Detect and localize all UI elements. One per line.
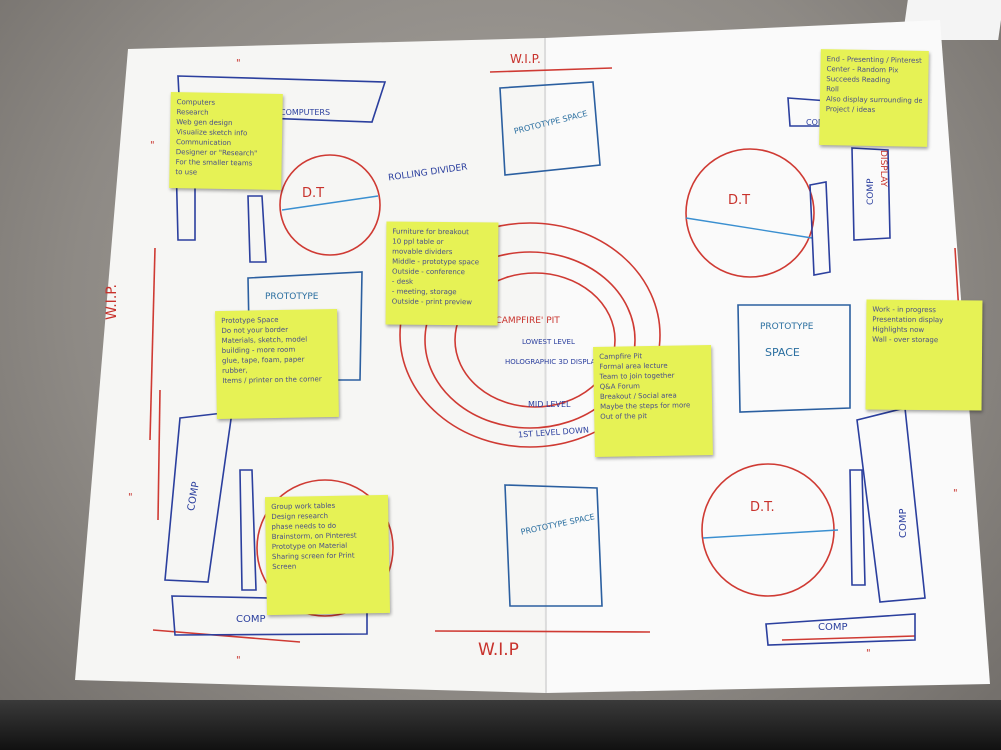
- note-line: Out of the pit: [600, 412, 648, 421]
- note-line: Succeeds Reading: [826, 75, 891, 85]
- wip-left-label: W.I.P.: [104, 284, 120, 320]
- quote-mark-left-top: ": [150, 140, 155, 151]
- sticky-note-wip: Work - in progress Presentation display …: [865, 299, 983, 411]
- campfire-label: 'CAMPFIRE' PIT: [493, 316, 560, 326]
- note-line: Maybe the steps for more: [600, 401, 691, 411]
- prototype-label-right: PROTOTYPE: [760, 322, 814, 332]
- note-line: Outside - print preview: [391, 297, 473, 307]
- mid-level-label: MID LEVEL: [528, 400, 571, 409]
- note-line: Project / ideas: [825, 105, 876, 115]
- quote-mark-left-bottom: ": [128, 492, 133, 503]
- comp-label-bottom-left: COMP: [236, 614, 266, 625]
- comp-label-right: COMP: [898, 508, 909, 538]
- dt-label-tr: D.T: [728, 193, 751, 208]
- dt-dividers: [281, 195, 839, 539]
- quote-mark-right: ": [953, 488, 958, 499]
- poster-right-page: [545, 20, 990, 693]
- comp-label-top-right: COMP: [866, 178, 876, 205]
- display-label: DISPLAY: [878, 150, 888, 187]
- comp-label-bottom-right: COMP: [818, 622, 848, 633]
- sticky-note-group-work: Group work tables Design research phase …: [264, 494, 391, 616]
- note-line: Items / printer on the corner: [222, 375, 322, 385]
- computers-label: COMPUTERS: [280, 108, 331, 117]
- wip-borders: [149, 67, 961, 643]
- table-edge-shadow: [0, 700, 1001, 750]
- dt-label-br: D.T.: [750, 500, 775, 515]
- quote-mark-bl: ": [236, 655, 241, 666]
- sticky-note-display: End - Presenting / Pinterest Center - Ra…: [819, 49, 929, 147]
- comp-label-top-right-box: COMP: [806, 118, 830, 127]
- prototype-label-left: PROTOTYPE: [265, 292, 319, 302]
- sticky-note-campfire: Campfire Pit Formal area lecture Team to…: [593, 344, 713, 458]
- sticky-note-furniture: Furniture for breakout 10 ppl table or m…: [385, 221, 499, 326]
- poster-fold: [544, 37, 547, 694]
- quote-mark-br: ": [866, 648, 871, 659]
- note-line: Wall - over storage: [872, 335, 939, 345]
- dt-label-tl: D.T: [302, 186, 325, 201]
- campfire-rings: [399, 222, 661, 448]
- wip-top-label: W.I.P.: [510, 52, 541, 66]
- sticky-note-prototype: Prototype Space Do not your border Mater…: [215, 308, 339, 420]
- space-label-right: SPACE: [765, 346, 800, 359]
- holographic-label: HOLOGRAPHIC 3D DISPLAY: [505, 358, 600, 366]
- lowest-level-label: LOWEST LEVEL: [522, 338, 575, 346]
- note-line: to use: [175, 168, 198, 177]
- quote-mark-tl: ": [236, 58, 241, 69]
- wip-bottom-label: W.I.P: [478, 640, 519, 660]
- note-line: Screen: [272, 562, 297, 571]
- sticky-note-computers: Computers Research Web gen design Visual…: [169, 92, 283, 190]
